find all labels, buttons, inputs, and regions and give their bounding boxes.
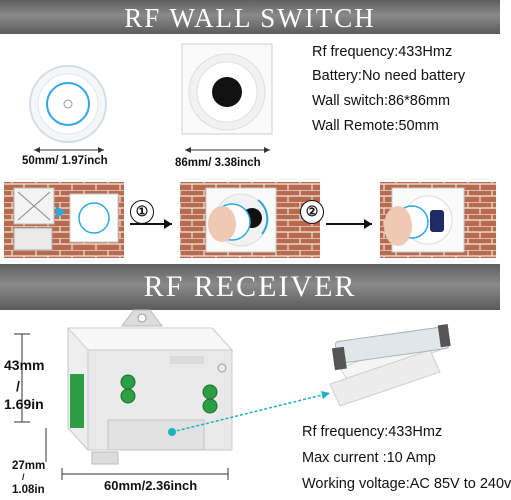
switch-spec-remote: Wall Remote:50mm bbox=[312, 118, 439, 134]
fuse-pointer-arrow bbox=[168, 391, 330, 436]
receiver-spec-current: Max current :10 Amp bbox=[302, 450, 436, 466]
receiver-width-label: 60mm/2.36inch bbox=[104, 478, 198, 493]
installation-steps bbox=[4, 182, 496, 258]
rf-receiver-image bbox=[66, 309, 234, 465]
step-arrow-2 bbox=[326, 219, 372, 229]
switch-spec-size: Wall switch:86*86mm bbox=[312, 93, 451, 109]
receiver-height-in: 1.69in bbox=[4, 396, 44, 412]
step-panel-3 bbox=[380, 182, 496, 258]
fuse-image bbox=[329, 324, 451, 407]
step-2-badge: ② bbox=[300, 200, 324, 224]
product-illustrations bbox=[29, 43, 273, 153]
switch-spec-battery: Battery:No need battery bbox=[312, 68, 466, 84]
receiver-spec-voltage: Working voltage:AC 85V to 240v bbox=[302, 476, 511, 492]
step-panel-1 bbox=[4, 182, 124, 258]
step-arrow-1 bbox=[130, 219, 172, 229]
remote-dimension-label: 50mm/ 1.97inch bbox=[22, 155, 108, 167]
banner-rf-receiver: RF RECEIVER bbox=[0, 264, 500, 310]
receiver-height-slash: / bbox=[16, 378, 20, 394]
banner-rf-wall-switch: RF WALL SWITCH bbox=[0, 0, 500, 34]
step-panel-2 bbox=[180, 182, 320, 258]
receiver-height-mm: 43mm bbox=[4, 357, 45, 373]
receiver-spec-frequency: Rf frequency:433Hmz bbox=[302, 424, 443, 440]
receiver-depth-in: 1.08in bbox=[12, 484, 45, 496]
wall-remote-image bbox=[29, 65, 107, 143]
wall-switch-image bbox=[181, 43, 273, 135]
receiver-illustrations bbox=[14, 309, 451, 480]
switch-dimension-label: 86mm/ 3.38inch bbox=[175, 157, 261, 169]
receiver-depth-mm: 27mm bbox=[12, 460, 46, 472]
receiver-depth-slash: / bbox=[22, 472, 25, 482]
step-1-badge: ① bbox=[130, 200, 154, 224]
switch-spec-frequency: Rf frequency:433Hmz bbox=[312, 44, 453, 60]
